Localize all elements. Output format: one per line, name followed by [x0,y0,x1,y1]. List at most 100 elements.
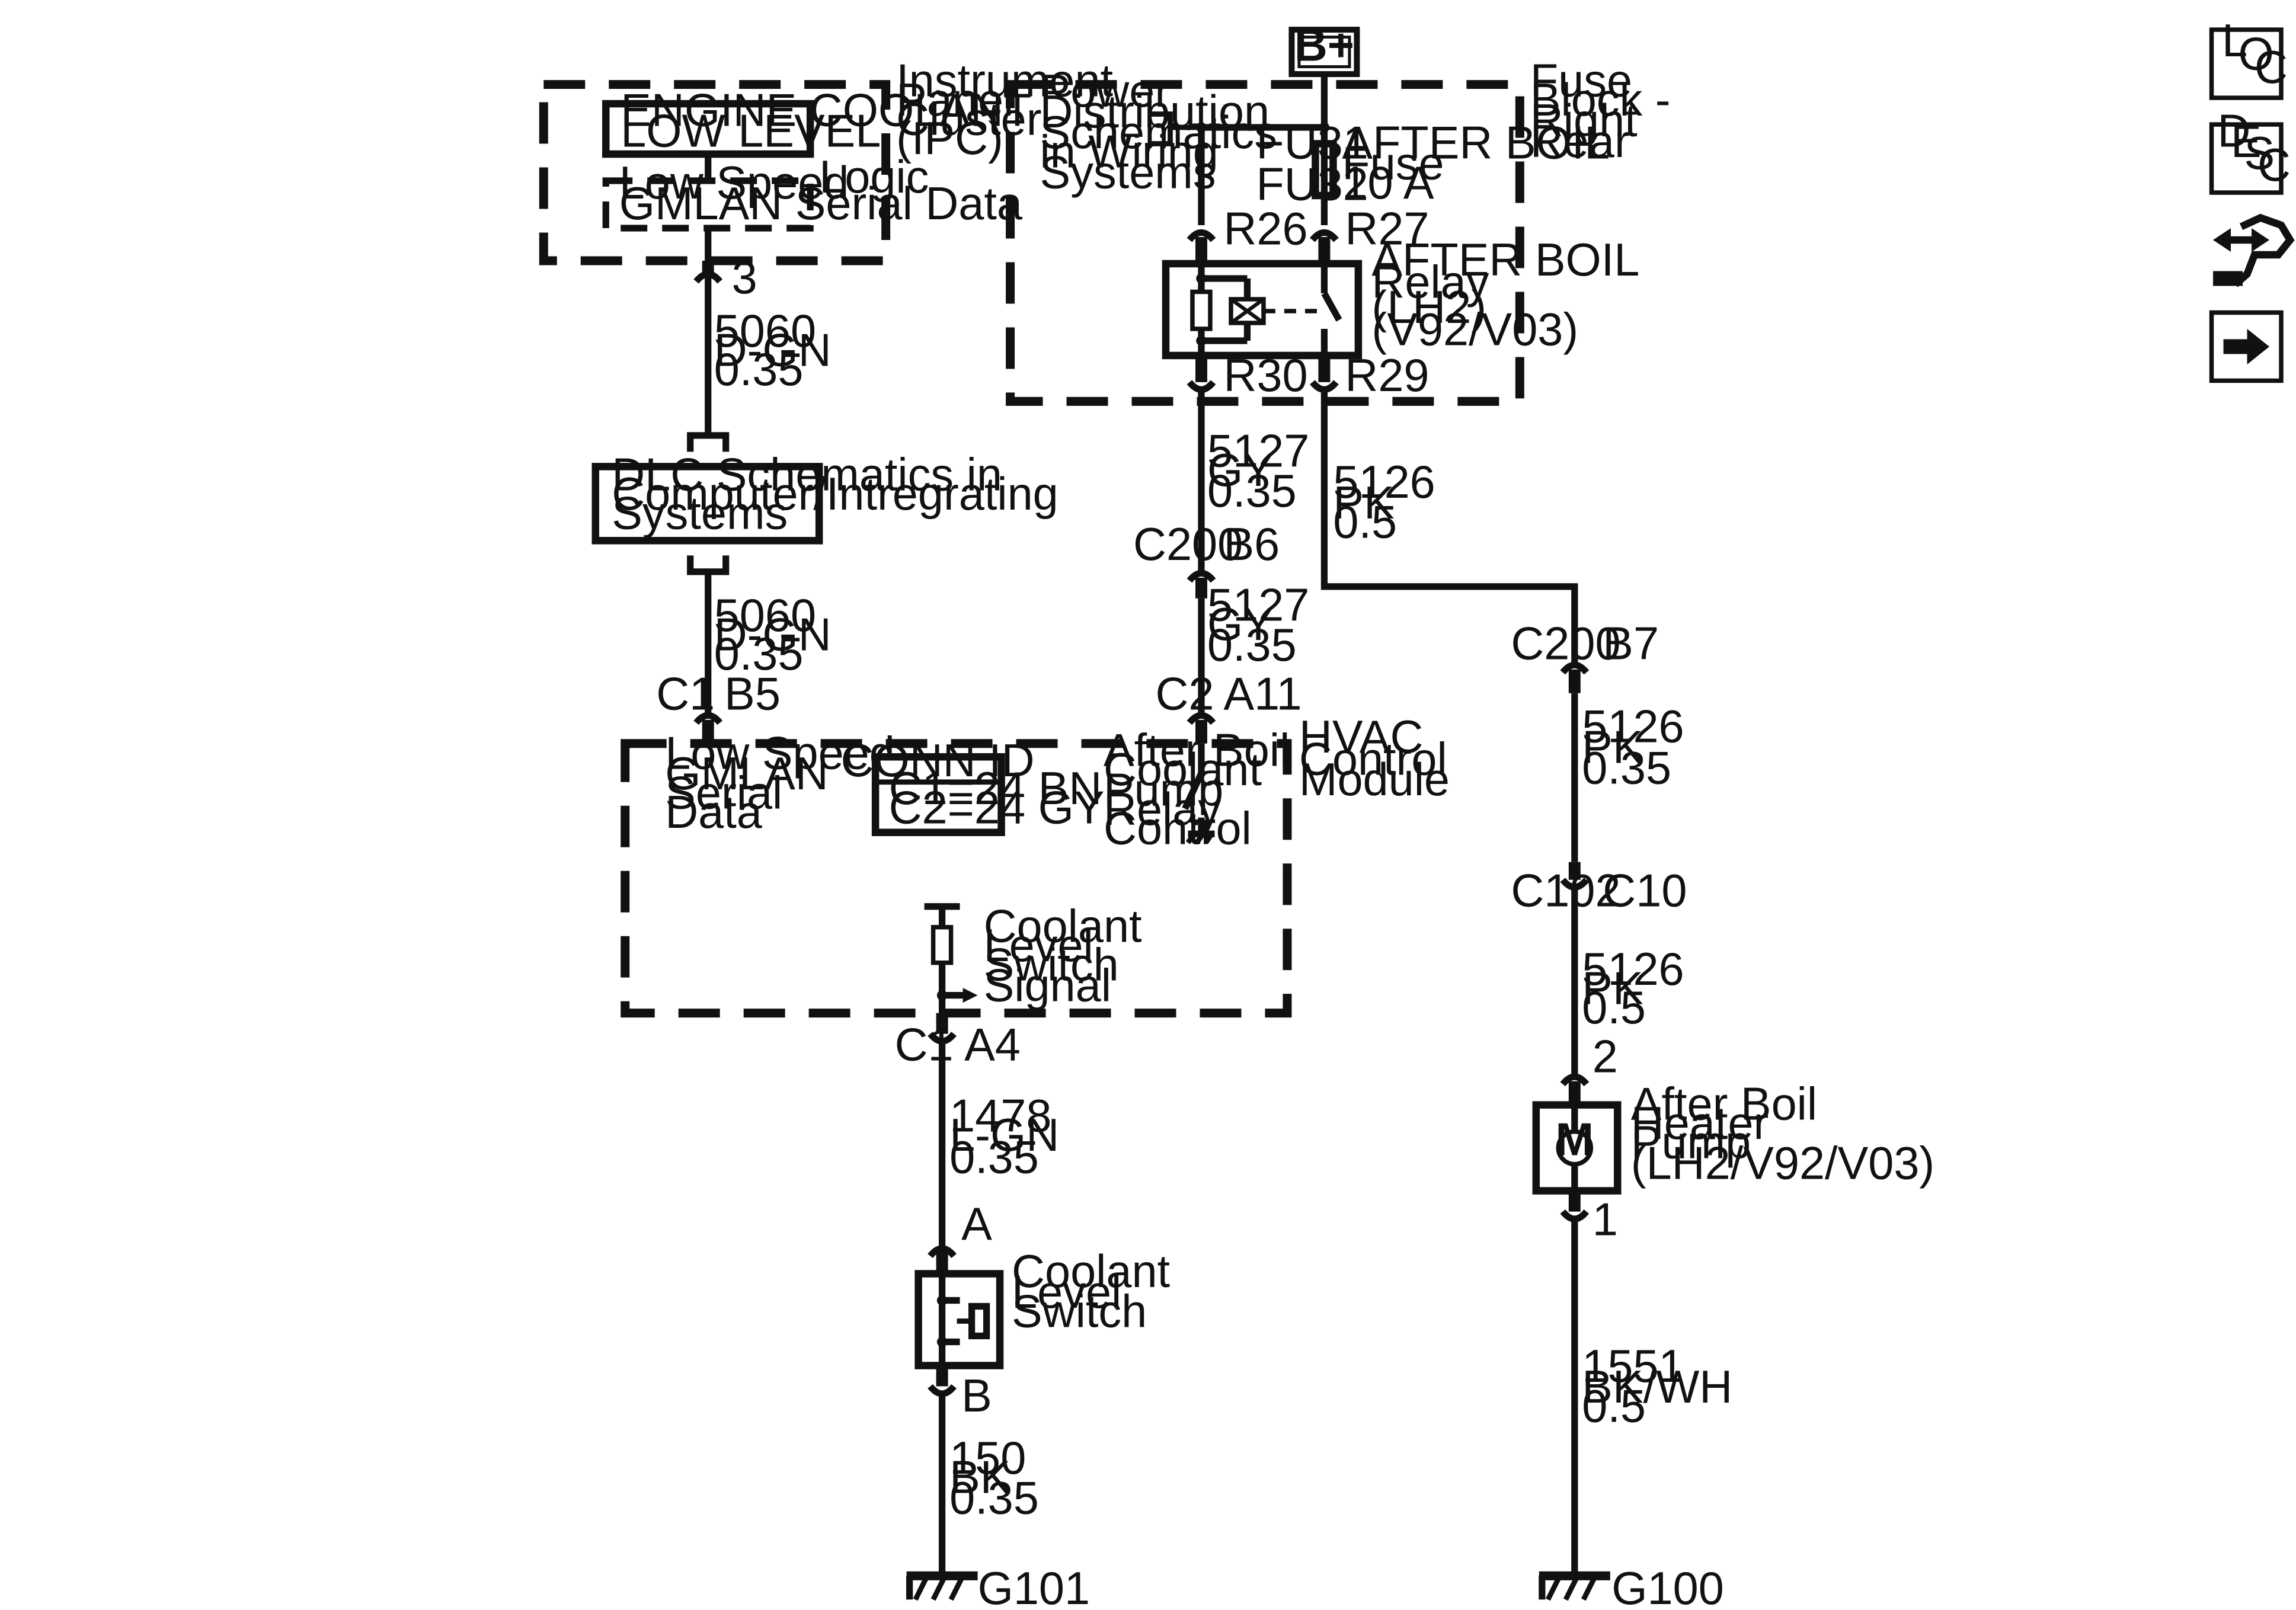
pin-r29: R29 [1345,350,1429,401]
c200-b6-conn: C200 [1133,519,1243,570]
hvac-c1-a4-connector: C1 A4 [895,1013,1021,1071]
wire-150-color: BK [949,1452,1011,1503]
c200-b7-pin: B7 [1603,618,1659,669]
next-arrow-icon [2223,328,2270,364]
ground-g100-label: G100 [1611,1563,1724,1610]
power-ref-line-5: Systems [1040,148,1216,199]
desc-letter-3: S [2244,128,2275,179]
switch-signal-text-1: Coolant [984,901,1142,952]
pump-motor-symbol: M [1556,1115,1594,1166]
conn-id-row-1: C1=24 BN [889,763,1102,814]
bplus-label: B+ [1294,20,1354,71]
pump-pin-bottom: 1 [1593,1195,1618,1246]
switch-label-1: Coolant [1012,1246,1170,1297]
ipc-indicator-line-1: ENGINE COOLANT [621,85,1031,136]
power-ref-line-4: in Wiring [1040,127,1219,178]
pin-r26: R26 [1223,203,1307,254]
ground-g101: G101 [906,1563,1090,1610]
hvac-c1-conn: C1 [656,668,715,719]
ipc-label-line-2: Panel [896,75,1013,126]
instrument-panel-cluster: ENGINE COOLANT LOW LEVEL Low Speed GMLAN… [539,56,1113,265]
ipc-indicator-line-2: LOW LEVEL [621,106,881,157]
location-button[interactable]: L O C [2209,15,2288,100]
c200-b6-inline-connector: C200 B6 [1133,519,1280,598]
ipc-logic-label: Logic [819,152,929,203]
ground-g100: G100 [1539,1563,1724,1610]
switch-label-2: Level [1012,1267,1121,1318]
conn-id-row-2: C2=24 GY [889,783,1105,834]
dlc-schematic-reference: DLC Schematics in Computer/Intregrating … [591,432,1059,575]
hvac-control-module: HVAC Control Module Low Speed GMLAN Seri… [621,712,1450,1018]
ipc-label-line-3: Cluster [896,94,1041,145]
hvac-c1-a4-pin: A4 [964,1020,1021,1071]
wire-1551-gauge: 0.5 [1582,1381,1646,1432]
pump-pin-top: 2 [1593,1032,1618,1083]
wire-5060-color: D-GN [714,325,832,376]
wire-5060-gauge-2: 0.35 [714,629,804,680]
fuse-block-label-1: Fuse [1530,56,1632,107]
pump-label-4: (LH2/V92/V03) [1631,1138,1934,1189]
fuse-block-label-4: Rear [1530,116,1630,167]
loc-letter-3: C [2255,42,2288,93]
c200-b7-conn: C200 [1511,618,1620,669]
switch-label-3: Switch [1012,1286,1147,1337]
pump-label-3: Pump [1631,1118,1751,1169]
conn-id-table: CONN ID C1=24 BN C2=24 GY [841,735,1105,836]
fuse-text-3: 10 A [1342,158,1434,209]
pump-label-2: Heater [1631,1098,1769,1149]
ipc-label-line-4: (IPC) [896,113,1003,164]
hvac-c2-pin: A11 [1223,668,1302,719]
wire-5127-circuit: 5127 [1207,425,1309,476]
fuse-block-label-3: Right [1530,95,1638,146]
chassis-ground-symbol [1185,830,1215,844]
hvac-c1-pin: B5 [724,668,781,719]
next-page-button[interactable] [2209,310,2284,383]
wire-5126-gauge-3: 0.5 [1582,982,1646,1033]
wire-1478-color: L-GN [949,1110,1059,1161]
wire-1478-circuit: 1478 [949,1091,1051,1142]
hvac-c1-b5-connector: C1 B5 [656,668,781,744]
relay-ctrl-text-1: After Boil [1104,725,1290,776]
fuse-id-2: FU32 [1256,159,1368,210]
pin-r27: R27 [1345,203,1429,254]
wire-5126-circuit: 5126 [1333,457,1435,508]
relay-ctrl-text-2: Coolant [1104,744,1262,795]
ipc-logic-box-line-2: GMLAN Serial Data [619,178,1023,229]
c102-c10-inline-connector: C102 C10 [1511,862,1687,917]
pump-label-1: After Boil [1631,1079,1817,1130]
relay-text-2: Relay [1371,257,1489,308]
wire-5127-gauge: 0.35 [1207,466,1297,517]
wire-5127-color: GY [1207,445,1274,496]
desc-letter-2: E [2231,116,2262,167]
wire-5060-circuit-2: 5060 [714,590,816,641]
switch-signal-text-2: Level [984,920,1093,971]
gmlan-text-4: Data [665,787,763,838]
relay-text-3: (LH2) [1371,282,1486,333]
wire-5126-color-2: PK [1582,722,1643,773]
relay-text-1: AFTER BOIL [1371,235,1639,286]
switch-pin-a: A [961,1199,992,1250]
wire-1551-circuit: 1551 [1582,1341,1684,1392]
connector-end-view-icon [2213,213,2295,287]
after-boil-heater-pump: 2 M 1 After Boil Heater Pump (LH2/V92/V0… [1532,1032,1934,1246]
conn-id-title: CONN ID [841,735,1035,786]
hvac-c2-conn: C2 [1155,668,1214,719]
hvac-c2-a11-connector: C2 A11 [1155,668,1302,744]
loc-letter-2: O [2239,29,2274,80]
desc-letter-1: D [2218,106,2251,157]
description-button[interactable]: D E S C [2209,106,2291,195]
fuse-block-label-2: Block - [1530,75,1671,126]
wire-5127-color-2: GY [1207,599,1274,650]
gmlan-text-1: Low Speed [665,728,895,779]
wire-5060-color-2: D-GN [714,609,832,660]
dlc-text-line-2: Computer/Intregrating [612,469,1059,520]
connector-end-view-button[interactable] [2213,213,2295,287]
gmlan-text-3: Serial [665,768,782,819]
wire-5126-circuit-3: 5126 [1582,944,1684,995]
loc-letter-1: L [2222,15,2247,66]
ipc-logic-box-line-1: Low Speed [619,158,849,209]
switch-signal-text-4: Signal [984,961,1111,1012]
wire-150-circuit: 150 [949,1433,1026,1484]
fuse-text-2: Fuse [1342,139,1444,190]
